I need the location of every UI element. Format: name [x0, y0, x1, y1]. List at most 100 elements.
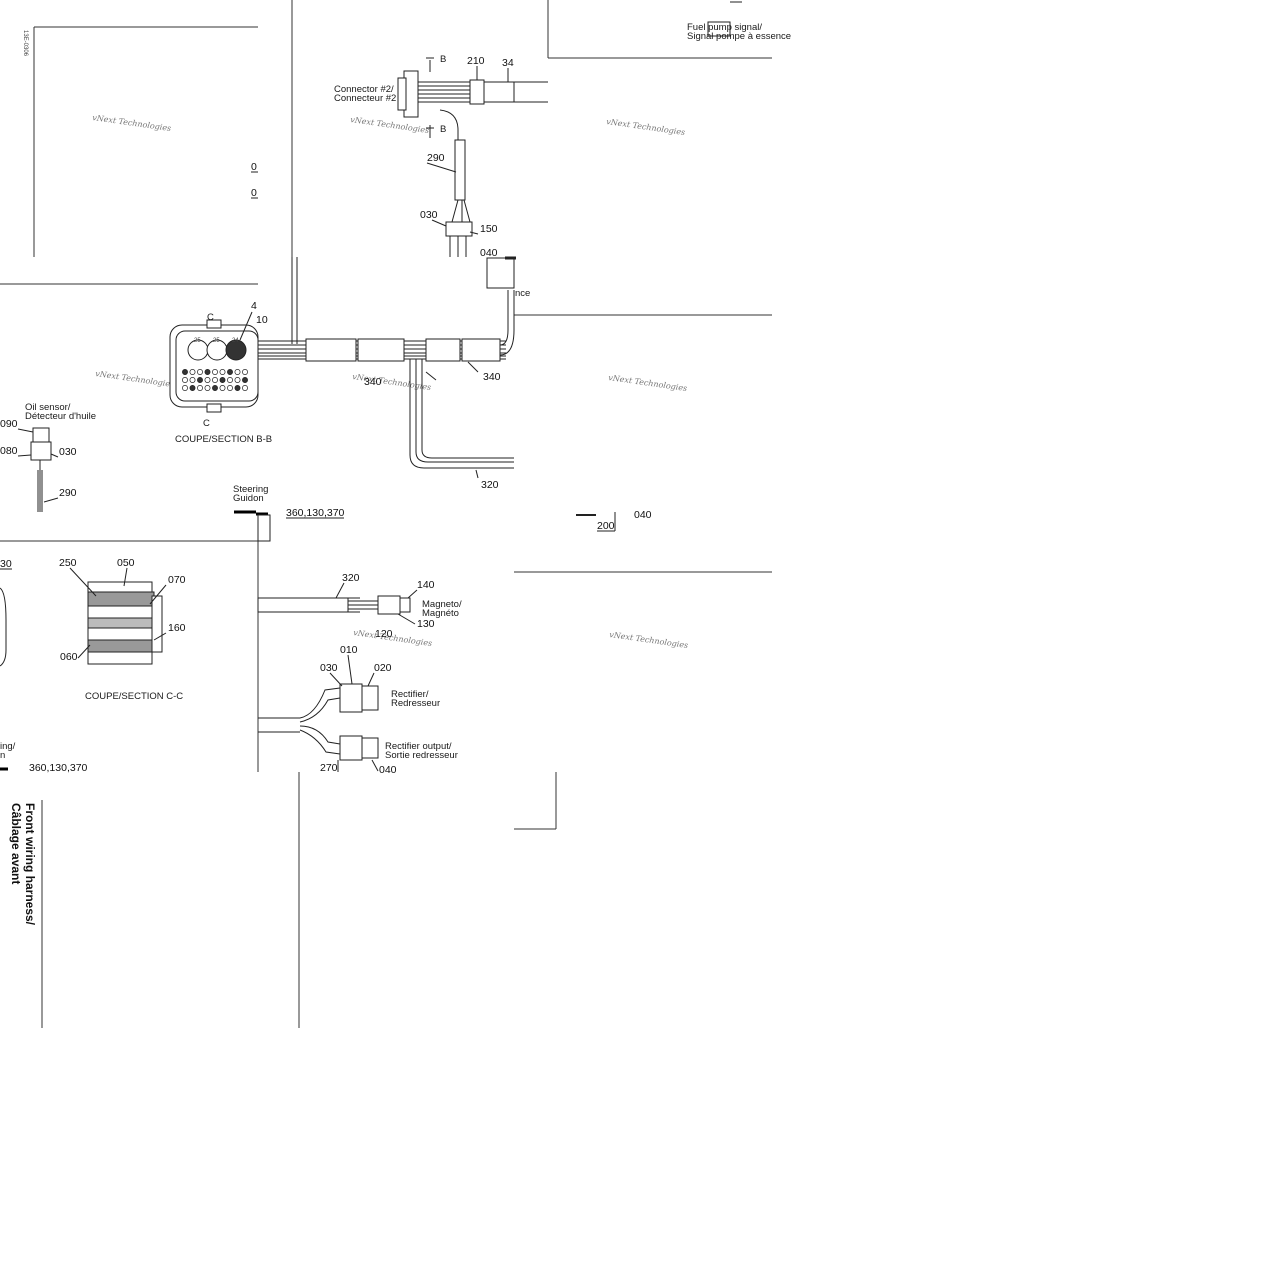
fuel-pump-label-fr: Signal pompe à essence [687, 31, 791, 42]
part-number: 210 [467, 55, 485, 67]
connector-pin [204, 369, 211, 375]
connector-pin [189, 377, 196, 383]
oil-sensor: Oil sensor/ Détecteur d'huile 090 080 03… [0, 402, 96, 512]
title-block: Front wiring harness/ Câblage avant [9, 803, 37, 926]
rectifier-branch: 010 030 020 Rectifier/ Redresseur Rectif… [258, 644, 458, 776]
part-number: 0 [251, 161, 257, 173]
connector-pin [182, 377, 188, 383]
part-number: 340 [483, 371, 501, 383]
section-marker-c: C [207, 312, 214, 323]
watermark: vNext Technologies [95, 369, 175, 389]
steering-connector: Steering Guidon 360,130,370 [233, 484, 345, 542]
part-number: 040 [480, 247, 498, 259]
watermark: vNext Technologies [350, 115, 430, 135]
rectifier-output-label-fr: Sortie redresseur [385, 750, 458, 761]
part-number: 130 [417, 618, 435, 630]
partial-label-fr: n [0, 750, 5, 761]
fuel-pump-signal: Fuel pump signal/ Signal pompe à essence [687, 1, 791, 42]
part-number: 320 [481, 479, 499, 491]
part-number: 340 [364, 376, 382, 388]
oil-sensor-label-en: Oil sensor/ [25, 402, 71, 413]
connector-pin [242, 377, 248, 383]
connector-pin [212, 377, 218, 383]
ground-label: nce [515, 288, 530, 299]
connector-pin [204, 377, 211, 383]
connector-pin [197, 385, 203, 391]
section-marker-b: B [440, 124, 446, 135]
part-number: 010 [340, 644, 358, 656]
connector-pin [242, 369, 248, 375]
part-number: 4 [251, 300, 257, 312]
part-number: 140 [417, 579, 435, 591]
part-number: 020 [374, 662, 392, 674]
connector-pin [234, 377, 241, 383]
part-number: 030 [59, 446, 77, 458]
connector-pin [204, 385, 211, 391]
connector-pin [234, 385, 241, 391]
section-b-caption: COUPE/SECTION B-B [175, 434, 272, 445]
magneto-branch: 320 140 130 120 Magneto/ Magnéto [257, 572, 462, 640]
part-number: 040 [379, 764, 397, 776]
connector-pin [219, 385, 226, 391]
part-number: 150 [480, 223, 498, 235]
partial-label-en: ing/ [0, 741, 16, 752]
part-number: 270 [320, 762, 338, 774]
part-number: 160 [168, 622, 186, 634]
part-number: 030 [320, 662, 338, 674]
part-number: 060 [60, 651, 78, 663]
section-c-caption: COUPE/SECTION C-C [85, 691, 183, 702]
section-marker-c: C [203, 418, 210, 429]
diagram-title-line1: Front wiring harness/ [23, 803, 37, 926]
connector-pin [219, 377, 226, 383]
part-number: 070 [168, 574, 186, 586]
part-number: 200 [597, 520, 615, 532]
part-number: 0 [251, 187, 257, 199]
connector-pin [227, 377, 233, 383]
fuel-pump-label-en: Fuel pump signal/ [687, 22, 762, 33]
magneto-label-en: Magneto/ [422, 599, 462, 610]
pin-label: 25 [213, 338, 220, 344]
part-number: 090 [0, 418, 18, 430]
steering-label-fr: Guidon [233, 493, 264, 504]
part-number: 050 [117, 557, 135, 569]
doc-code: 13E-0306 [22, 30, 28, 57]
connector-2-label-en: Connector #2/ [334, 84, 394, 95]
connector-pin [212, 369, 218, 375]
connector-pin [227, 385, 233, 391]
rectifier-label-fr: Redresseur [391, 698, 440, 709]
part-number: 120 [375, 628, 393, 640]
watermark: vNext Technologies [92, 113, 172, 133]
part-number: 34 [502, 57, 514, 69]
magneto-label-fr: Magnéto [422, 608, 459, 619]
connector-pin [234, 369, 241, 375]
part-number: 10 [256, 314, 268, 326]
connector-pin [182, 385, 188, 391]
connector-2: B B 210 34 Connector #2/ Connecteur #2 2… [334, 54, 548, 259]
pin-label: 25 [194, 338, 201, 344]
part-number: 360,130,370 [29, 762, 88, 774]
connector-pin [219, 369, 226, 375]
watermark: vNext Technologies [608, 373, 688, 393]
watermark: vNext Technologies [609, 630, 689, 650]
rectifier-label-en: Rectifier/ [391, 689, 429, 700]
steering-label-en: Steering [233, 484, 268, 495]
section-c-view: 250 050 070 160 060 COUPE/SECTION C-C 30 [0, 557, 186, 702]
pin-label: 24 [232, 338, 239, 344]
main-harness: 340 340 nce 320 [258, 256, 530, 491]
diagram-title-line2: Câblage avant [9, 803, 23, 884]
part-number: 080 [0, 445, 18, 457]
connector-pin [197, 377, 203, 383]
part-number: 040 [634, 509, 652, 521]
frame-lines [0, 0, 772, 1028]
watermark: vNext Technologies [606, 117, 686, 137]
part-number: 290 [59, 487, 77, 499]
connector-pin [182, 369, 188, 375]
connector-pin [227, 369, 233, 375]
connector-pin [197, 369, 203, 375]
part-number: 320 [342, 572, 360, 584]
part-number: 290 [427, 152, 445, 164]
section-marker-b: B [440, 54, 446, 65]
oil-sensor-label-fr: Détecteur d'huile [25, 411, 96, 422]
